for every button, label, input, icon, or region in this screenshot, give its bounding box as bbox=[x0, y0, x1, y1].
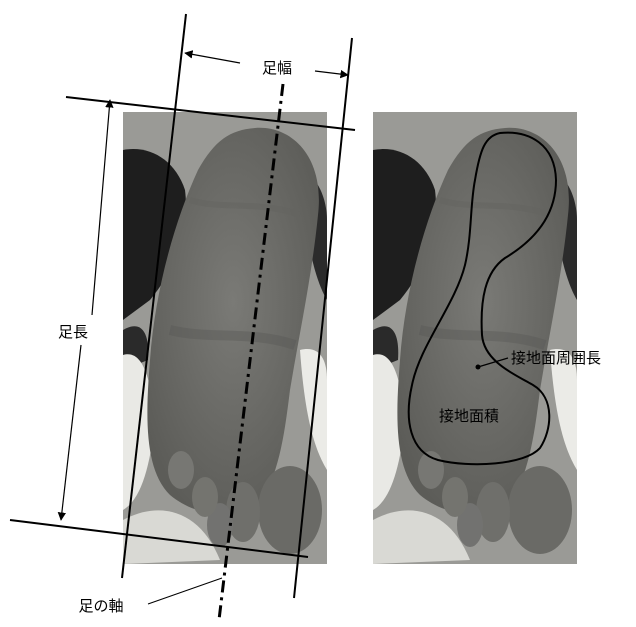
foot-length-label: 足長 bbox=[58, 323, 88, 341]
foot-width-label: 足幅 bbox=[262, 59, 292, 77]
foot-length-arrow-bottom bbox=[61, 345, 81, 520]
foot-width-arrow-right bbox=[315, 71, 348, 75]
contact-perimeter-label: 接地面周囲長 bbox=[511, 349, 601, 367]
contact-area-label: 接地面積 bbox=[439, 407, 499, 425]
plantar-footprint-photo-left bbox=[123, 112, 327, 564]
foot-axis-leader bbox=[148, 578, 222, 604]
foot-width-arrow-left bbox=[185, 53, 240, 63]
foot-length-arrow-top bbox=[92, 100, 110, 315]
foot-axis-label: 足の軸 bbox=[78, 597, 123, 615]
